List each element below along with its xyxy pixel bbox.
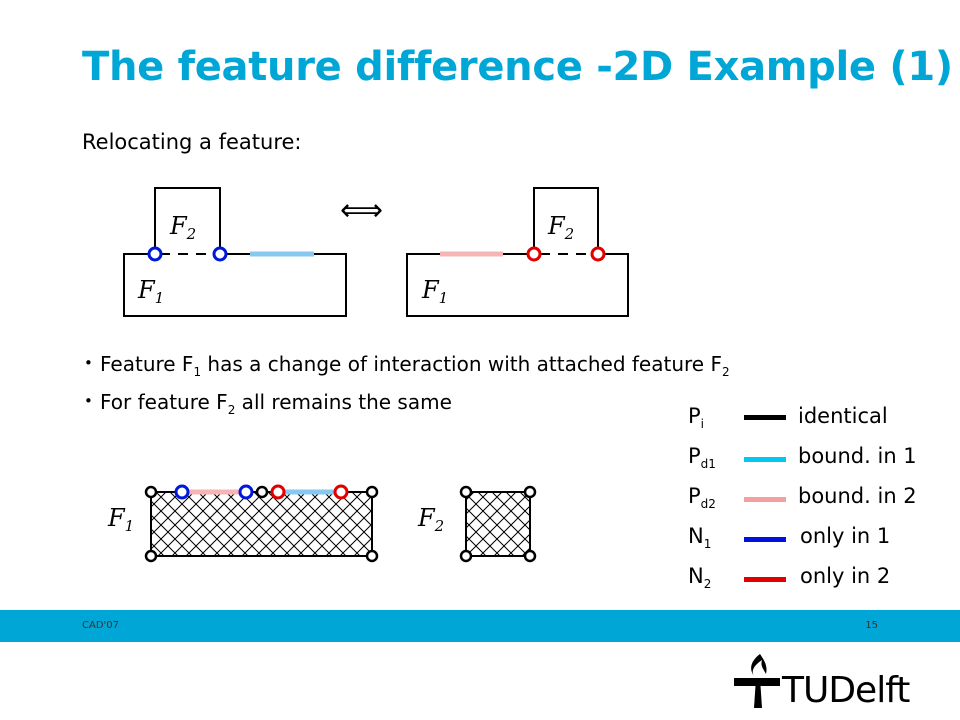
top-left-example: F2 F1 [123,187,347,317]
vertex [365,485,379,499]
top-right-example: F2 F1 [406,187,629,317]
label-f1-bottom: F1 [107,504,134,535]
slide-subtitle: Relocating a feature: [82,130,302,154]
legend-swatch [744,497,786,502]
legend-swatch [744,457,786,462]
vertex [255,485,269,499]
legend-label: identical [798,404,888,428]
n2-vertex [526,246,542,262]
legend-swatch [744,415,786,420]
bullet-list: Feature F1 has a change of interaction w… [84,352,730,428]
bottom-f1-example: F1 [107,484,379,563]
tudelft-flame-icon [734,654,780,708]
tudelft-logo: TUDelft [730,648,930,714]
n1-vertex [212,246,228,262]
f2-outline-right [533,187,599,254]
vertex [144,485,158,499]
n2-vertex [590,246,606,262]
legend-label: only in 2 [800,564,891,588]
label-f1-right: F1 [421,276,448,307]
legend-row: N2 only in 2 [688,564,948,598]
equivalence-symbol: ⟺ [340,193,383,228]
footer-bar: CAD'07 15 [0,610,960,642]
f1-outline-left [123,253,347,317]
legend-row: Pd2 bound. in 2 [688,484,948,518]
label-f2-right: F2 [547,212,574,243]
legend-label: bound. in 2 [798,484,917,508]
slide-title: The feature difference -2D Example (1) [82,44,953,90]
n1-vertex [147,246,163,262]
vertex [365,549,379,563]
legend-symbol: N2 [688,564,712,591]
f1-hatched-area [150,491,373,557]
legend-symbol: Pi [688,404,705,431]
legend-row: N1 only in 1 [688,524,948,558]
n1-vertex [238,484,254,500]
vertex [459,549,473,563]
label-f2-bottom: F2 [417,504,444,535]
vertex [523,549,537,563]
f2-outline-left [154,187,221,254]
vertex [459,485,473,499]
footer-conference: CAD'07 [82,620,119,631]
legend-row: Pi identical [688,404,948,438]
f2-hatched-area [465,491,531,557]
legend-label: bound. in 1 [798,444,917,468]
label-f1-left: F1 [137,276,164,307]
legend-swatch [744,577,786,582]
legend-row: Pd1 bound. in 1 [688,444,948,478]
bottom-f2-example: F2 [417,485,537,563]
n2-vertex [333,484,349,500]
label-f2-left: F2 [169,212,196,243]
f1-outline-right [406,253,629,317]
legend-swatch [744,537,786,542]
vertex [144,549,158,563]
slide-number: 15 [865,620,878,631]
legend-symbol: Pd2 [688,484,716,511]
legend-symbol: N1 [688,524,712,551]
n2-vertex [270,484,286,500]
bullet-item: Feature F1 has a change of interaction w… [84,352,730,390]
logo-text: TUDelft [782,670,910,711]
bullet-item: For feature F2 all remains the same [84,390,730,428]
legend-label: only in 1 [800,524,891,548]
vertex [523,485,537,499]
legend-symbol: Pd1 [688,444,716,471]
feature-diagram: F2 F1 ⟺ F2 F1 F1 F2 [107,187,629,563]
n1-vertex [174,484,190,500]
